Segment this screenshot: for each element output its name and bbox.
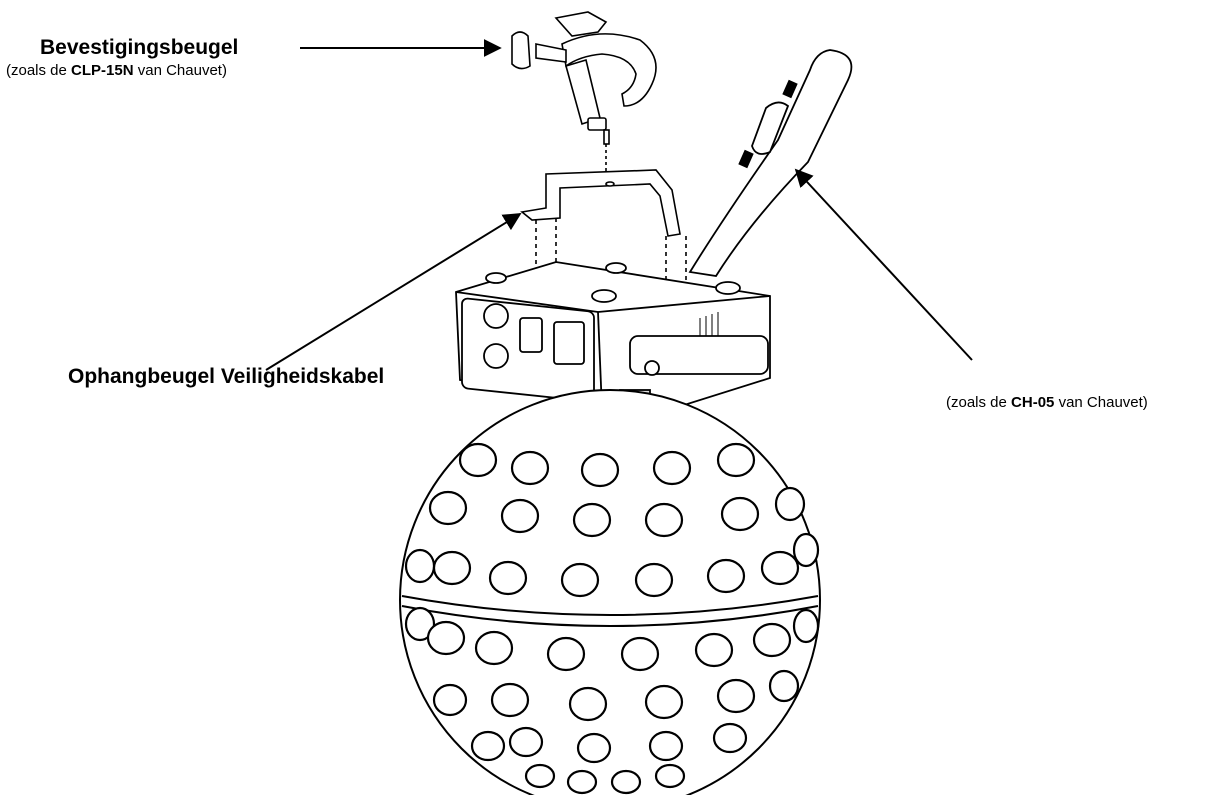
mount-bracket-caption-prefix: (zoals de [6,62,72,79]
safety-cable-caption-suffix: van Chauvet) [1054,394,1148,411]
mount-bracket-caption: (zoals de CLP-15N van Chauvet) [6,62,227,79]
clamp-drawing [511,11,657,178]
base-unit-drawing [455,261,771,413]
hanging-bracket-drawing [520,169,687,300]
mount-bracket-model: CLP-15N [71,62,134,79]
mount-bracket-title: Bevestigingsbeugel [40,36,239,59]
safety-cable-model: CH-05 [1011,394,1055,411]
arrow-hanging-bracket [265,213,522,371]
safety-cable-caption-prefix: (zoals de [946,394,1012,411]
mount-bracket-caption-suffix: van Chauvet) [133,62,227,79]
safety-cable-drawing [688,49,853,277]
hanging-bracket-title: Ophangbeugel Veiligheidskabel [68,365,385,388]
arrow-safety-cable [794,168,973,361]
leader-arrows [265,39,973,371]
mirror-ball-drawing [399,389,821,795]
safety-cable-caption: (zoals de CH-05 van Chauvet) [946,394,1148,411]
